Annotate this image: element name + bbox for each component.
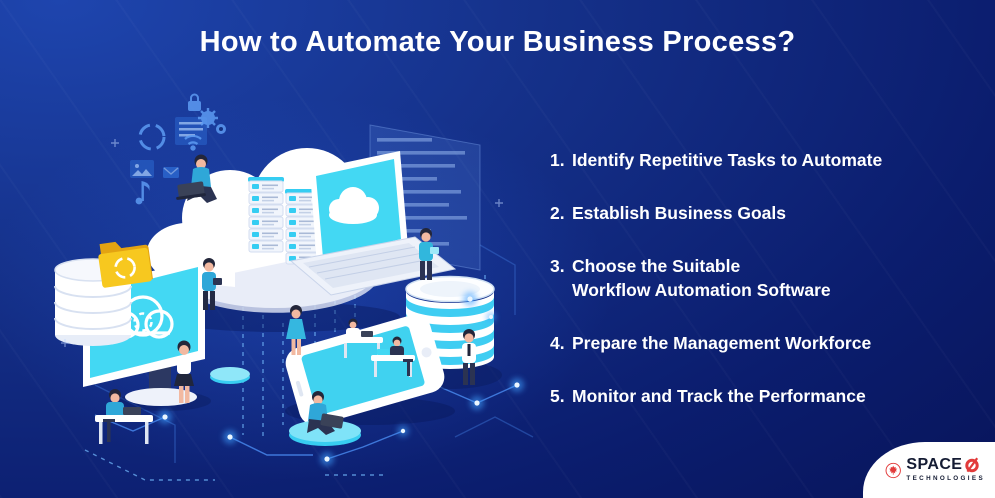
wifi-icon	[184, 134, 202, 151]
step-number: 3.	[550, 256, 565, 276]
spaceo-logo: SPACE TECHNOLOGIES	[863, 442, 995, 498]
maple-leaf-icon	[885, 462, 901, 478]
standing-person-tablet	[419, 228, 439, 280]
step-text: Prepare the Management Workforce	[572, 333, 872, 353]
standing-person-clipboard	[202, 258, 222, 310]
music-note-icon	[135, 181, 150, 205]
small-disc	[210, 367, 250, 384]
gear-icon	[198, 108, 226, 134]
step-item-1: 1. Identify Repetitive Tasks to Automate	[550, 148, 882, 172]
slashed-o-icon	[965, 457, 980, 473]
step-item-5: 5. Monitor and Track the Performance	[550, 384, 882, 408]
step-number: 1.	[550, 150, 565, 170]
folder-sync-icon	[98, 241, 153, 288]
step-text-line2: Workflow Automation Software	[572, 280, 831, 300]
standing-person-shirt-tie	[462, 329, 476, 385]
desk-worker	[95, 389, 153, 444]
illustration-svg	[54, 93, 534, 481]
steps-list: 1. Identify Repetitive Tasks to Automate…	[550, 148, 882, 408]
step-item-2: 2. Establish Business Goals	[550, 201, 882, 225]
automation-illustration	[25, 85, 540, 485]
step-number: 2.	[550, 203, 565, 223]
tiny-desk-worker-2	[371, 336, 415, 377]
logo-sub-text: TECHNOLOGIES	[906, 475, 985, 483]
standing-person-dress	[286, 305, 306, 355]
standing-person-skirt	[174, 340, 194, 403]
logo-brand-text: SPACE	[906, 456, 963, 474]
sparkles	[61, 139, 503, 347]
step-text: Establish Business Goals	[572, 203, 786, 223]
person-sitting-on-cloud	[176, 154, 217, 203]
step-text: Monitor and Track the Performance	[572, 386, 866, 406]
page-title: How to Automate Your Business Process?	[199, 26, 796, 58]
step-text: Identify Repetitive Tasks to Automate	[572, 150, 883, 170]
floating-icons	[130, 93, 226, 205]
lock-icon	[188, 93, 201, 111]
laptop-icon	[289, 151, 457, 296]
step-text: Choose the Suitable	[572, 256, 741, 276]
image-icon	[130, 160, 154, 178]
step-item-4: 4. Prepare the Management Workforce	[550, 331, 882, 355]
laptop-screen-cloud	[329, 187, 379, 224]
envelope-icon	[163, 167, 179, 178]
person-on-disc	[289, 391, 361, 446]
step-number: 4.	[550, 333, 565, 353]
refresh-icon	[138, 123, 166, 151]
step-number: 5.	[550, 386, 565, 406]
circuit-glow-dots	[158, 292, 524, 466]
